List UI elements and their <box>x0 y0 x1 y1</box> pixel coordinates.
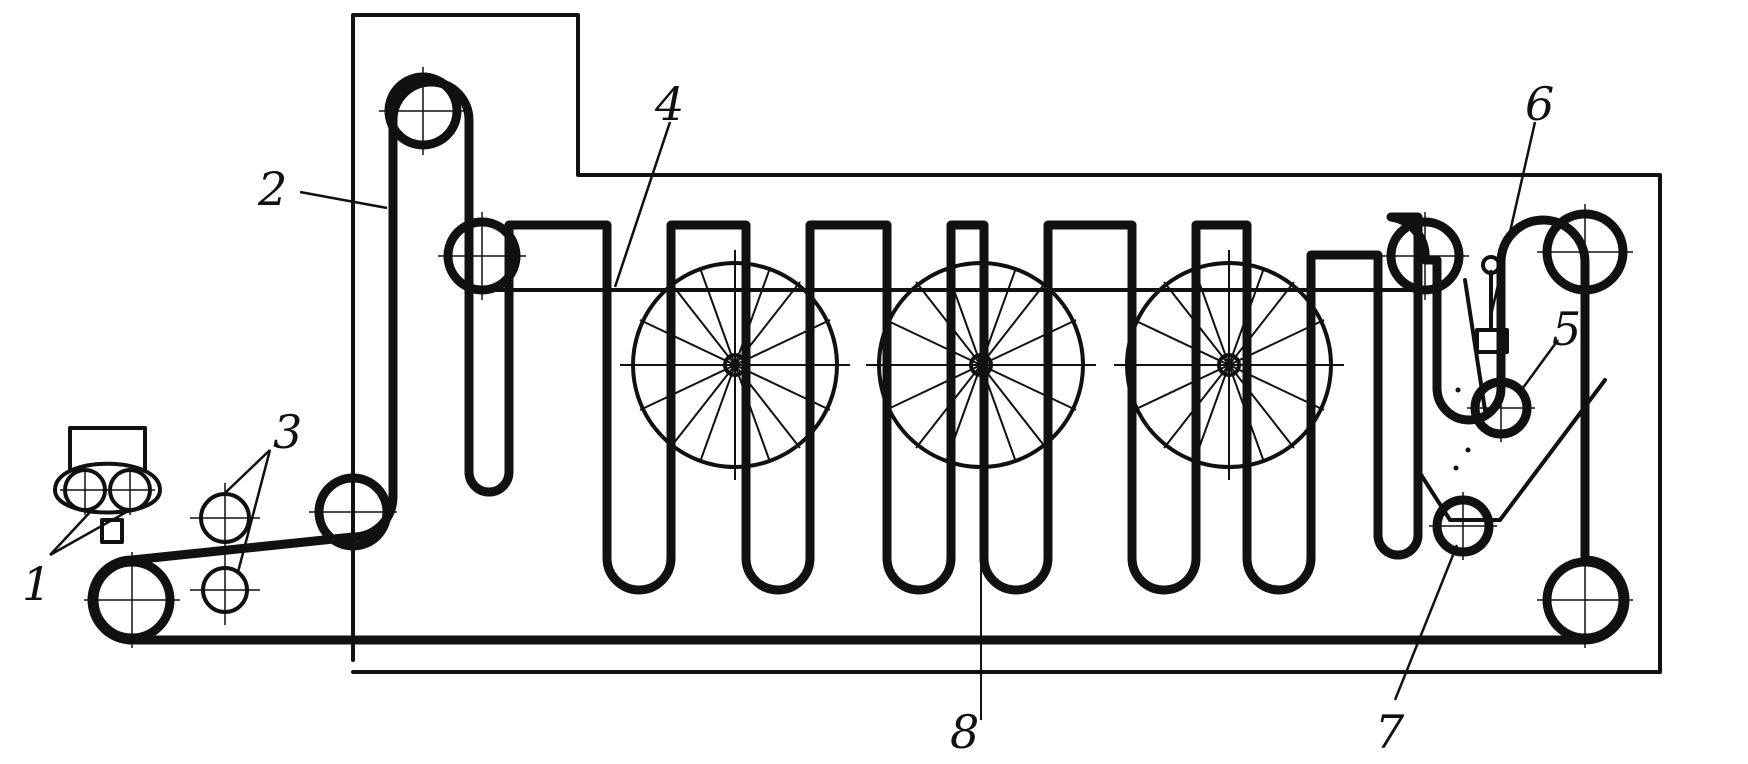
label-1: 1 <box>22 557 51 611</box>
roller-bottom-left <box>84 552 180 648</box>
drum-1 <box>620 250 850 480</box>
feed-rollers <box>53 426 162 544</box>
roller-entry <box>438 212 526 300</box>
drum-2 <box>866 250 1096 720</box>
guide-rollers <box>190 483 260 625</box>
dotted-liquor <box>1453 387 1471 471</box>
regulator <box>1463 255 1509 412</box>
roller-mid-lower <box>309 468 397 556</box>
label-3: 3 <box>273 405 302 459</box>
label-5: 5 <box>1552 302 1581 356</box>
label-2: 2 <box>257 162 287 216</box>
roller-top-left <box>379 67 467 155</box>
roller-top-right <box>1537 204 1633 300</box>
fabric-path <box>87 77 1630 645</box>
leaders <box>49 121 1560 701</box>
trough-roller <box>1429 492 1497 560</box>
roller-exit <box>1381 212 1469 300</box>
machine-housing <box>351 13 1662 674</box>
squeeze-trough <box>1416 378 1607 522</box>
label-4: 4 <box>654 77 684 131</box>
roller-bottom-right <box>1537 552 1633 648</box>
tension-roller <box>1467 374 1535 442</box>
rollers <box>84 67 1633 648</box>
label-6: 6 <box>1525 77 1554 131</box>
drum-3 <box>1114 250 1344 480</box>
label-8: 8 <box>950 705 979 759</box>
label-7: 7 <box>1375 705 1405 759</box>
